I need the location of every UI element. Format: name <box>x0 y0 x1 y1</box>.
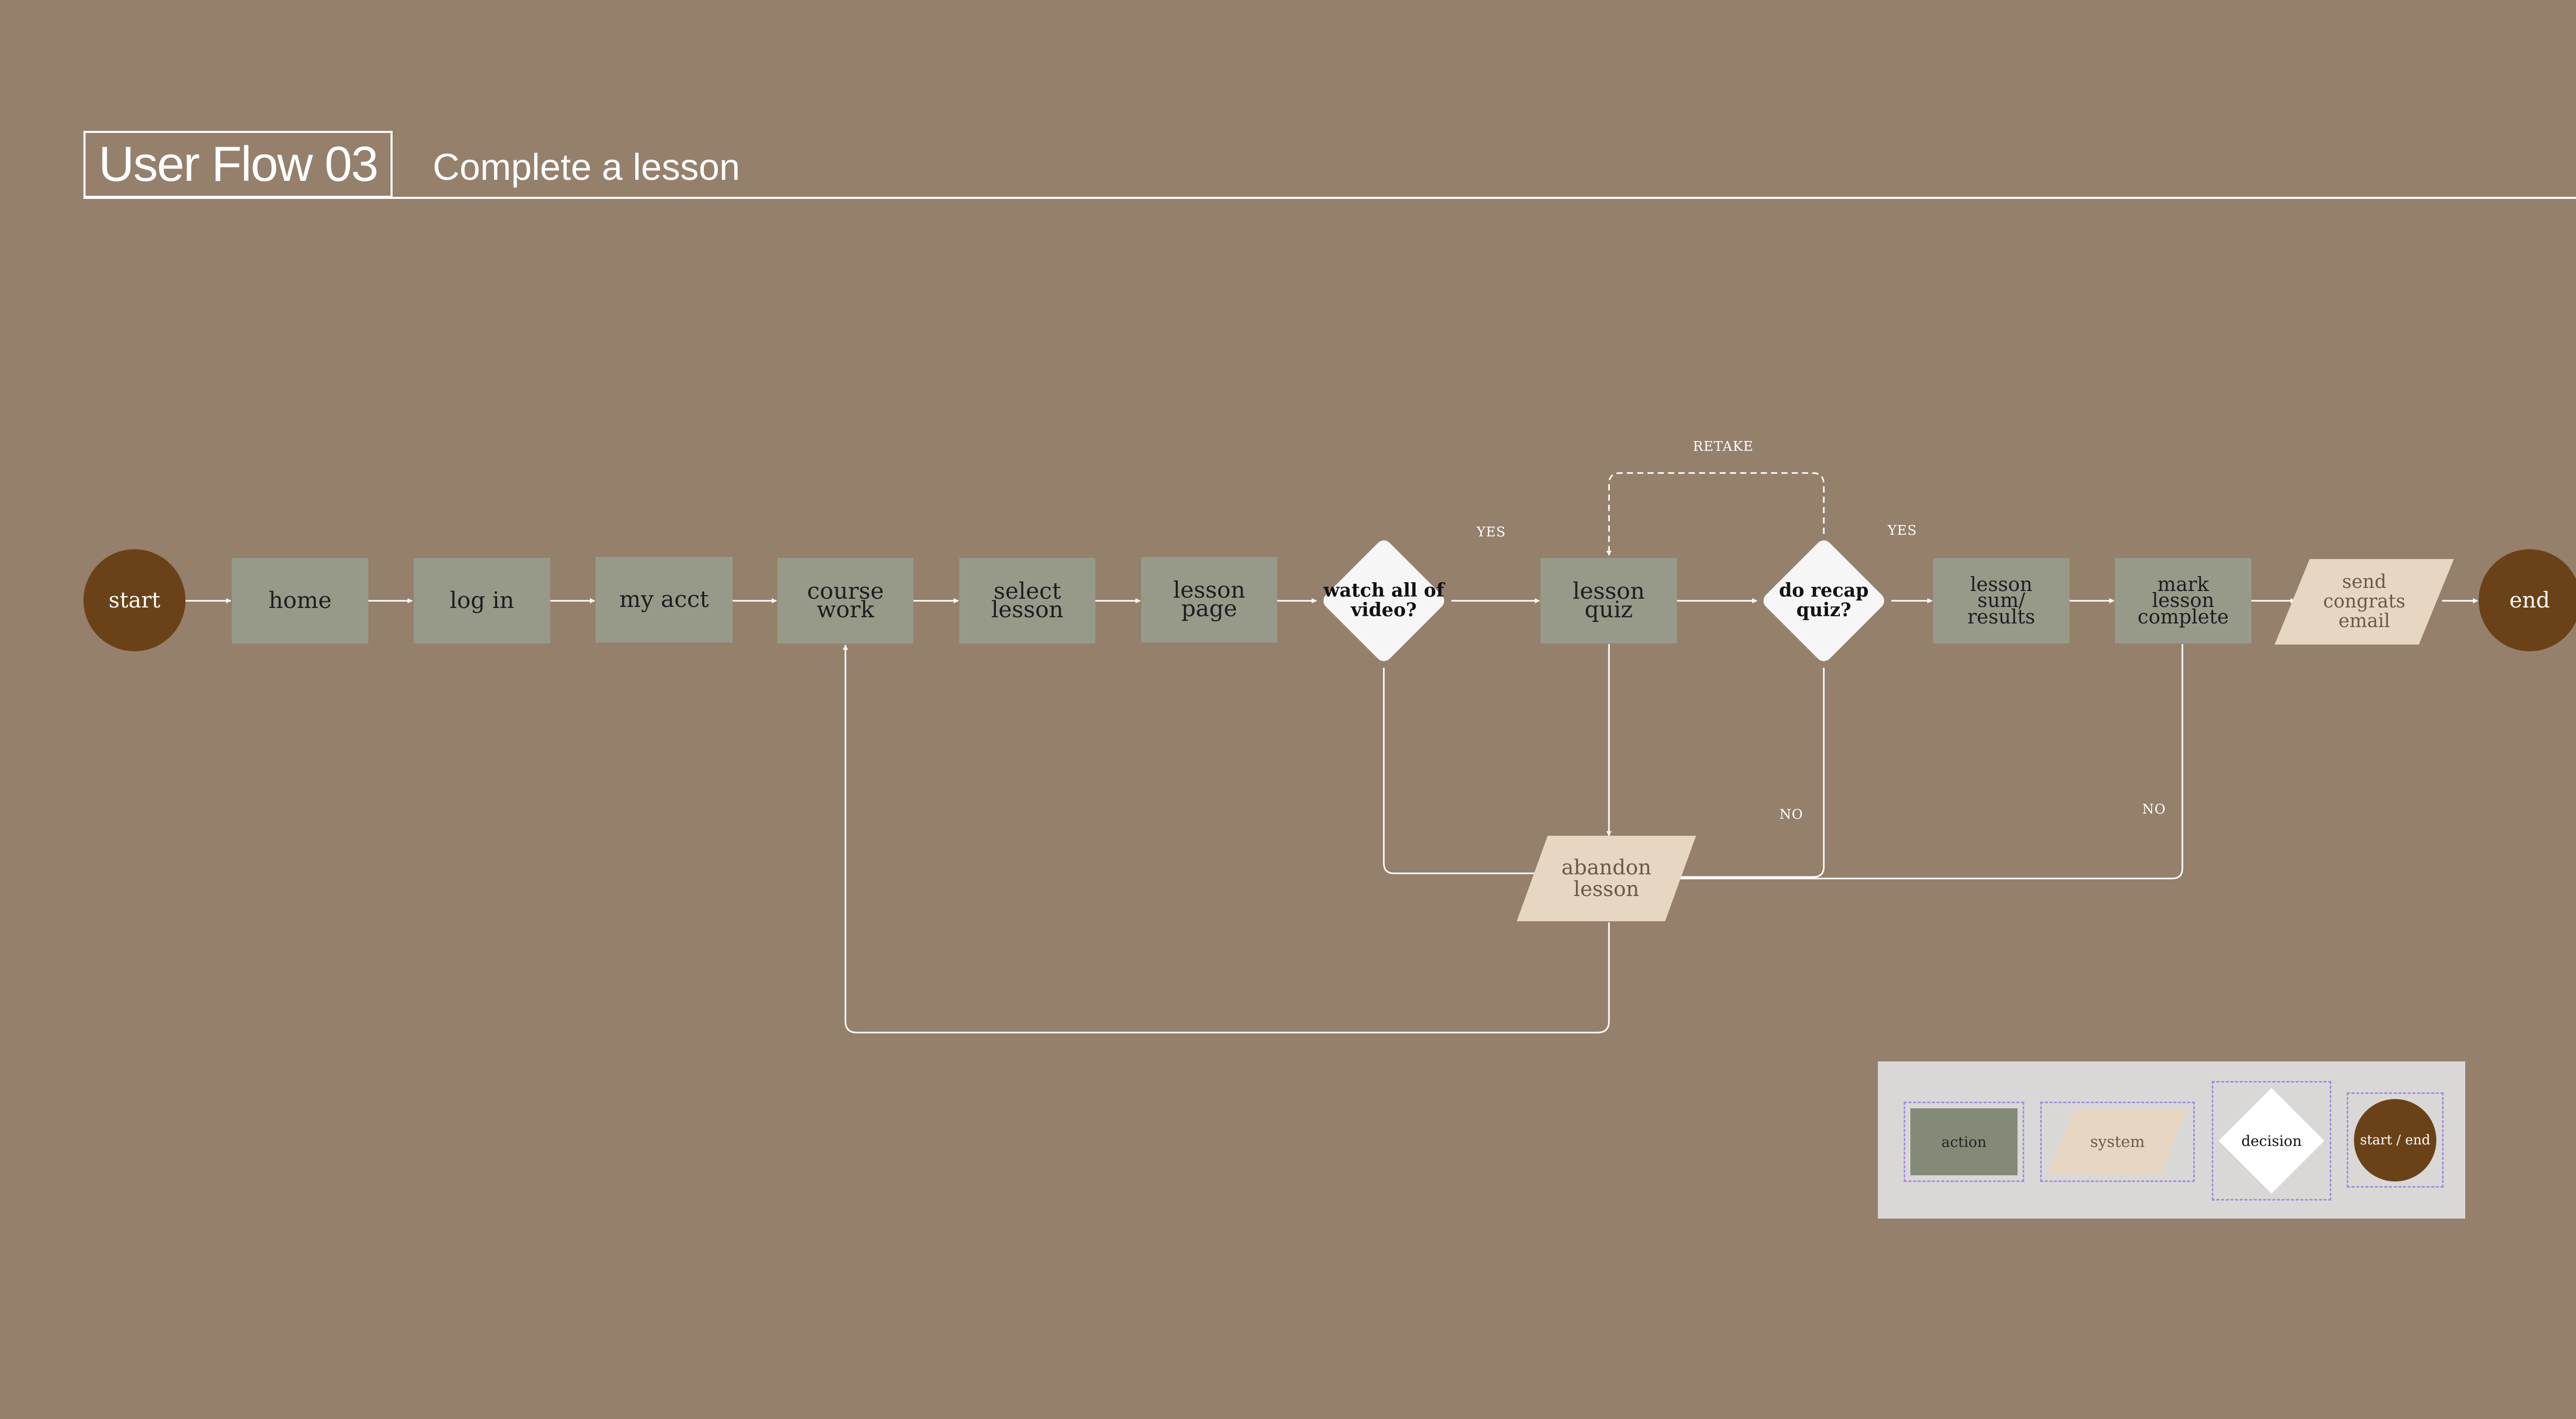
legend-decision-label: decision <box>2241 1132 2302 1150</box>
legend-start-end-label: start / end <box>2360 1132 2431 1148</box>
node-abandon-lesson[interactable]: abandon lesson <box>1517 836 1696 921</box>
node-course-work-label: course work <box>807 578 884 623</box>
legend-decision-item: decision <box>2212 1081 2331 1201</box>
legend-system-label: system <box>2090 1133 2145 1151</box>
node-end[interactable]: end <box>2479 549 2576 651</box>
edge-label-retake: RETAKE <box>1693 439 1754 454</box>
edge-retake-loop <box>1606 472 1825 556</box>
legend-start-end-swatch: start / end <box>2354 1099 2436 1181</box>
system-parallelogram <box>1517 836 1696 921</box>
node-select-lesson-label: select lesson <box>991 578 1064 623</box>
node-abandon-lesson-label: abandon lesson <box>1561 856 1652 901</box>
node-lesson-page[interactable]: lesson page <box>1141 557 1277 643</box>
legend-start-end-item: start / end <box>2347 1092 2444 1188</box>
node-lesson-results[interactable]: lesson sum/ results <box>1933 558 2070 644</box>
edge-label-no-mark: NO <box>2142 802 2166 817</box>
edge-recapquiz-abandon-no <box>1674 668 1825 880</box>
page-subtitle: Complete a lesson <box>433 147 740 188</box>
node-lesson-results-label: lesson sum/ results <box>1967 573 2036 628</box>
legend-system-swatch <box>2048 1109 2187 1174</box>
edge-abandon-coursework <box>843 645 1610 1034</box>
edge-label-yes-recap: YES <box>1888 523 1917 538</box>
node-log-in-label: log in <box>449 587 515 614</box>
node-lesson-quiz-label: lesson quiz <box>1572 578 1645 623</box>
node-home-label: home <box>268 587 332 614</box>
node-log-in[interactable]: log in <box>414 558 550 644</box>
edge-watchvideo-abandon-no <box>1383 668 1545 876</box>
node-send-email[interactable]: send congrats email <box>2275 559 2454 645</box>
node-lesson-quiz[interactable]: lesson quiz <box>1540 558 1677 644</box>
node-recap-quiz-label: do recap quiz? <box>1778 580 1869 621</box>
node-recap-quiz-decision[interactable]: do recap quiz? <box>1757 534 1891 668</box>
system-parallelogram <box>2275 559 2454 645</box>
node-start-label: start <box>108 587 161 613</box>
legend-action-label: action <box>1941 1133 1987 1151</box>
edge-label-yes-video: YES <box>1477 525 1506 540</box>
node-home[interactable]: home <box>232 558 368 644</box>
edge-label-no-recap: NO <box>1780 807 1804 822</box>
node-watch-video-decision[interactable]: watch all of video? <box>1317 534 1451 668</box>
node-end-label: end <box>2509 587 2550 613</box>
node-send-email-label: send congrats email <box>2323 571 2405 632</box>
legend-action-item: action <box>1904 1102 2024 1182</box>
node-mark-complete-label: mark lesson complete <box>2138 573 2229 628</box>
header-divider <box>83 197 2576 199</box>
legend-action-swatch: action <box>1910 1108 2018 1175</box>
node-my-acct-label: my acct <box>619 586 709 613</box>
node-mark-complete[interactable]: mark lesson complete <box>2115 558 2251 644</box>
node-watch-video-label: watch all of video? <box>1323 580 1445 621</box>
node-select-lesson[interactable]: select lesson <box>959 558 1095 644</box>
node-my-acct[interactable]: my acct <box>596 557 733 643</box>
node-lesson-page-label: lesson page <box>1173 577 1246 622</box>
legend-system-item: system <box>2040 1102 2195 1182</box>
edge-mark-abandon-no <box>1674 644 2183 881</box>
node-start[interactable]: start <box>83 549 185 651</box>
legend: action system decision start / end <box>1878 1061 2465 1219</box>
node-course-work[interactable]: course work <box>777 558 913 644</box>
